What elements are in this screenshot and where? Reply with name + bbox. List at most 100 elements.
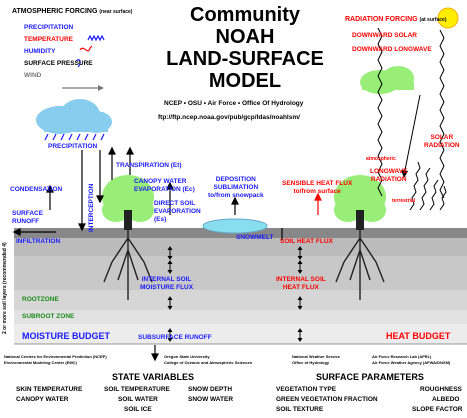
snowpack [202, 218, 268, 234]
sv-canopy-water: CANOPY WATER [16, 396, 69, 403]
label-subsurface-runoff: SUBSURFACE RUNOFF [138, 334, 212, 341]
credit-ncep-1: National Centers for Environmental Predi… [4, 354, 107, 359]
sv-soil-ice: SOIL ICE [124, 406, 152, 413]
label-precipitation: PRECIPITATION [48, 143, 98, 150]
credit-osu-1: Oregon State University [164, 354, 210, 359]
label-surface-runoff-2: RUNOFF [12, 218, 40, 225]
label-snowmelt: SNOWMELT [236, 234, 274, 241]
credit-nws: National Weather Service Office of Hydro… [292, 354, 340, 366]
left-tree [102, 175, 154, 300]
title-line-4: MODEL [208, 70, 282, 92]
label-moisture-budget: MOISTURE BUDGET [22, 331, 111, 341]
right-tree [334, 175, 386, 300]
sp-albedo: ALBEDO [432, 396, 460, 403]
label-soil-layers: 2 or more soil layers (recommended 4) [2, 242, 8, 334]
rain-cloud [36, 99, 112, 141]
credit-osu: Oregon State University College of Ocean… [164, 354, 252, 366]
credit-af: Air Force Research Lab (AFRL) Air Force … [372, 354, 450, 366]
rad-forcing-note: (at surface) [419, 17, 447, 23]
legend-downward-longwave: DOWNWARD LONGWAVE [352, 46, 432, 53]
humidity-legend-icon [75, 59, 81, 68]
title-line-3: LAND-SURFACE [166, 48, 324, 70]
credit-af-1: Air Force Research Lab (AFRL) [372, 354, 432, 359]
label-internal-heat-1: INTERNAL SOIL [276, 276, 326, 283]
agencies: NCEP • OSU • Air Force • Office Of Hydro… [164, 100, 304, 107]
title-line-2: NOAH [215, 26, 275, 48]
credit-osu-2: College of Oceanic and Atmospheric Scien… [164, 360, 253, 365]
legend-temperature: TEMPERATURE [24, 36, 73, 43]
credit-nws-2: Office of Hydrology [292, 360, 330, 365]
label-direct-soil-1: DIRECT SOIL [154, 200, 196, 207]
label-canopy-evap-1: CANOPY WATER [134, 178, 187, 185]
label-direct-soil: DIRECT SOIL EVAPORATION (Es) [154, 200, 201, 224]
label-transpiration: TRANSPIRATION (Et) [116, 162, 182, 169]
sp-soil-texture: SOIL TEXTURE [276, 406, 324, 413]
label-solar: SOLAR RADIATION [424, 134, 460, 150]
label-atmospheric: atmospheric [366, 156, 396, 162]
soil-layer-3 [14, 290, 467, 310]
credit-ncep: National Centers for Environmental Predi… [4, 354, 107, 366]
label-sensible-heat-2: to/from surface [293, 188, 341, 195]
label-internal-moisture: INTERNAL SOIL MOISTURE FLUX [140, 276, 193, 292]
legend-surface-pressure: SURFACE PRESSURE [24, 60, 93, 67]
right-cloud [360, 66, 414, 94]
sv-snow-water: SNOW WATER [188, 396, 234, 403]
temp-legend-icon [79, 45, 93, 52]
rad-forcing-title: RADIATION FORCING (at surface) [345, 16, 447, 23]
label-soil-heat: SOIL HEAT FLUX [280, 238, 333, 245]
atm-forcing-title: ATMOSPHERIC FORCING (near surface) [12, 8, 132, 15]
label-longwave-1: LONGWAVE [370, 168, 408, 175]
label-infiltration: INFILTRATION [16, 238, 61, 245]
label-deposition-2: SUBLIMATION [213, 184, 259, 191]
precip-legend-icon [87, 34, 105, 42]
label-deposition: DEPOSITION SUBLIMATION to/from snowpack [208, 176, 264, 200]
label-internal-heat: INTERNAL SOIL HEAT FLUX [276, 276, 326, 292]
label-canopy-evap-2: EVAPORATION (Ec) [134, 186, 195, 193]
label-rootzone: ROOTZONE [22, 296, 59, 303]
label-internal-moisture-1: INTERNAL SOIL [141, 276, 192, 283]
label-sensible-heat-1: SENSIBLE HEAT FLUX [282, 180, 353, 187]
label-sensible-heat: SENSIBLE HEAT FLUX to/from surface [282, 180, 352, 196]
sv-snow-depth: SNOW DEPTH [188, 386, 233, 393]
label-deposition-3: to/from snowpack [208, 192, 264, 199]
label-interception: INTERCEPTION [88, 183, 95, 232]
sv-soil-water: SOIL WATER [118, 396, 158, 403]
ftp-link[interactable]: ftp://ftp.ncep.noaa.gov/pub/gcp/ldas/noa… [158, 114, 300, 121]
sp-vegetation-type: VEGETATION TYPE [276, 386, 337, 393]
soil-layer-5 [14, 324, 467, 344]
label-solar-2: RADIATION [424, 142, 460, 149]
legend-wind: WIND [24, 72, 42, 79]
label-solar-1: SOLAR [430, 134, 454, 141]
credit-af-2: Air Force Weather Agency (AFWA/DNXM) [372, 360, 451, 365]
label-surface-runoff: SURFACE RUNOFF [12, 210, 43, 226]
atm-forcing-note: (near surface) [99, 9, 133, 15]
sv-skin-temperature: SKIN TEMPERATURE [16, 386, 83, 393]
label-direct-soil-3: (Es) [154, 216, 167, 223]
soil-layer-4 [14, 310, 467, 324]
legend-precipitation: PRECIPITATION [24, 24, 74, 31]
label-condensation: CONDENSATION [10, 186, 63, 193]
soil-layer-2 [14, 256, 467, 290]
title-line-1: Community [190, 4, 300, 26]
sp-green-veg-fraction: GREEN VEGETATION FRACTION [276, 396, 378, 403]
soil-flux-arrows [167, 246, 303, 342]
label-deposition-1: DEPOSITION [215, 176, 256, 183]
atm-forcing-title-text: ATMOSPHERIC FORCING [12, 8, 98, 15]
legend-humidity: HUMIDITY [24, 48, 56, 55]
label-heat-budget: HEAT BUDGET [386, 331, 451, 341]
sp-roughness: ROUGHNESS [420, 386, 462, 393]
label-internal-moisture-2: MOISTURE FLUX [140, 284, 194, 291]
rad-forcing-title-text: RADIATION FORCING [345, 16, 418, 23]
label-internal-heat-2: HEAT FLUX [282, 284, 319, 291]
sv-soil-temperature: SOIL TEMPERATURE [104, 386, 170, 393]
credit-ncep-2: Environmental Modeling Center (EMC) [4, 360, 77, 365]
sp-slope-factor: SLOPE FACTOR [412, 406, 463, 413]
legend-downward-solar: DOWNWARD SOLAR [352, 32, 417, 39]
surface-parameters-title: SURFACE PARAMETERS [316, 372, 424, 382]
label-subroot: SUBROOT ZONE [22, 313, 75, 320]
label-direct-soil-2: EVAPORATION [154, 208, 201, 215]
label-surface-runoff-1: SURFACE [12, 210, 44, 217]
label-longwave: LONGWAVE RADIATION [370, 168, 407, 184]
label-longwave-2: RADIATION [370, 176, 407, 183]
